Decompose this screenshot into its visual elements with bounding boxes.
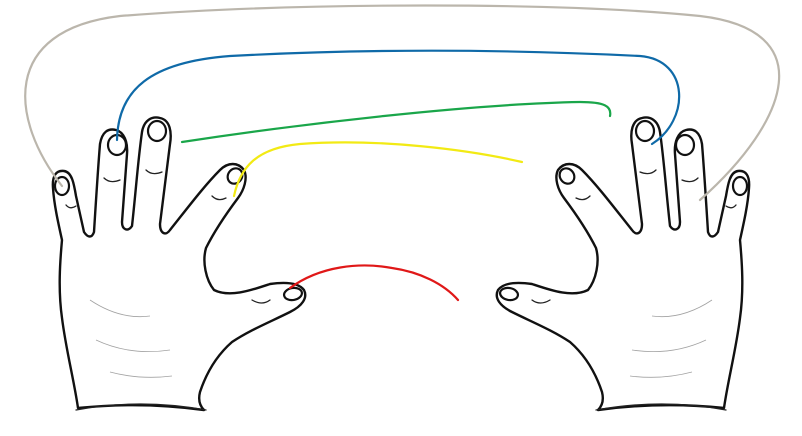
right-wrist-line: [595, 403, 727, 411]
left-knuckle-crease-4: [211, 195, 227, 201]
left-palm-shading: [89, 299, 173, 378]
ring-to-ring-connection: [115, 49, 681, 146]
right-middle-nail: [634, 119, 656, 143]
left-hand: [51, 116, 307, 412]
left-knuckle-crease-2: [103, 177, 121, 183]
connections: [24, 4, 781, 302]
left-middle-nail: [146, 119, 168, 143]
left-thumb-nail: [282, 286, 304, 302]
right-knuckle-crease-2: [681, 177, 699, 183]
left-knuckle-crease-3: [145, 169, 163, 175]
index-to-index-connection: [232, 141, 524, 198]
left-knuckle-crease-1: [65, 204, 77, 209]
right-thumb-nail: [498, 286, 520, 302]
left-thumb-crease: [251, 299, 271, 304]
right-pinky-nail: [731, 175, 749, 197]
pinky-to-pinky-connection: [24, 4, 781, 202]
right-palm-shading: [629, 299, 713, 378]
right-index-nail: [558, 167, 576, 185]
thumb-to-thumb-connection: [288, 264, 460, 302]
right-hand-outline: [495, 116, 751, 412]
right-thumb-crease: [531, 299, 551, 304]
right-ring-nail: [674, 133, 696, 157]
left-hand-outline: [51, 116, 307, 412]
middle-to-middle-connection: [180, 100, 612, 144]
right-knuckle-crease-4: [575, 195, 591, 201]
right-knuckle-crease-3: [639, 169, 657, 175]
right-knuckle-crease-1: [725, 204, 737, 209]
right-hand: [495, 116, 751, 412]
left-wrist-line: [75, 403, 207, 411]
